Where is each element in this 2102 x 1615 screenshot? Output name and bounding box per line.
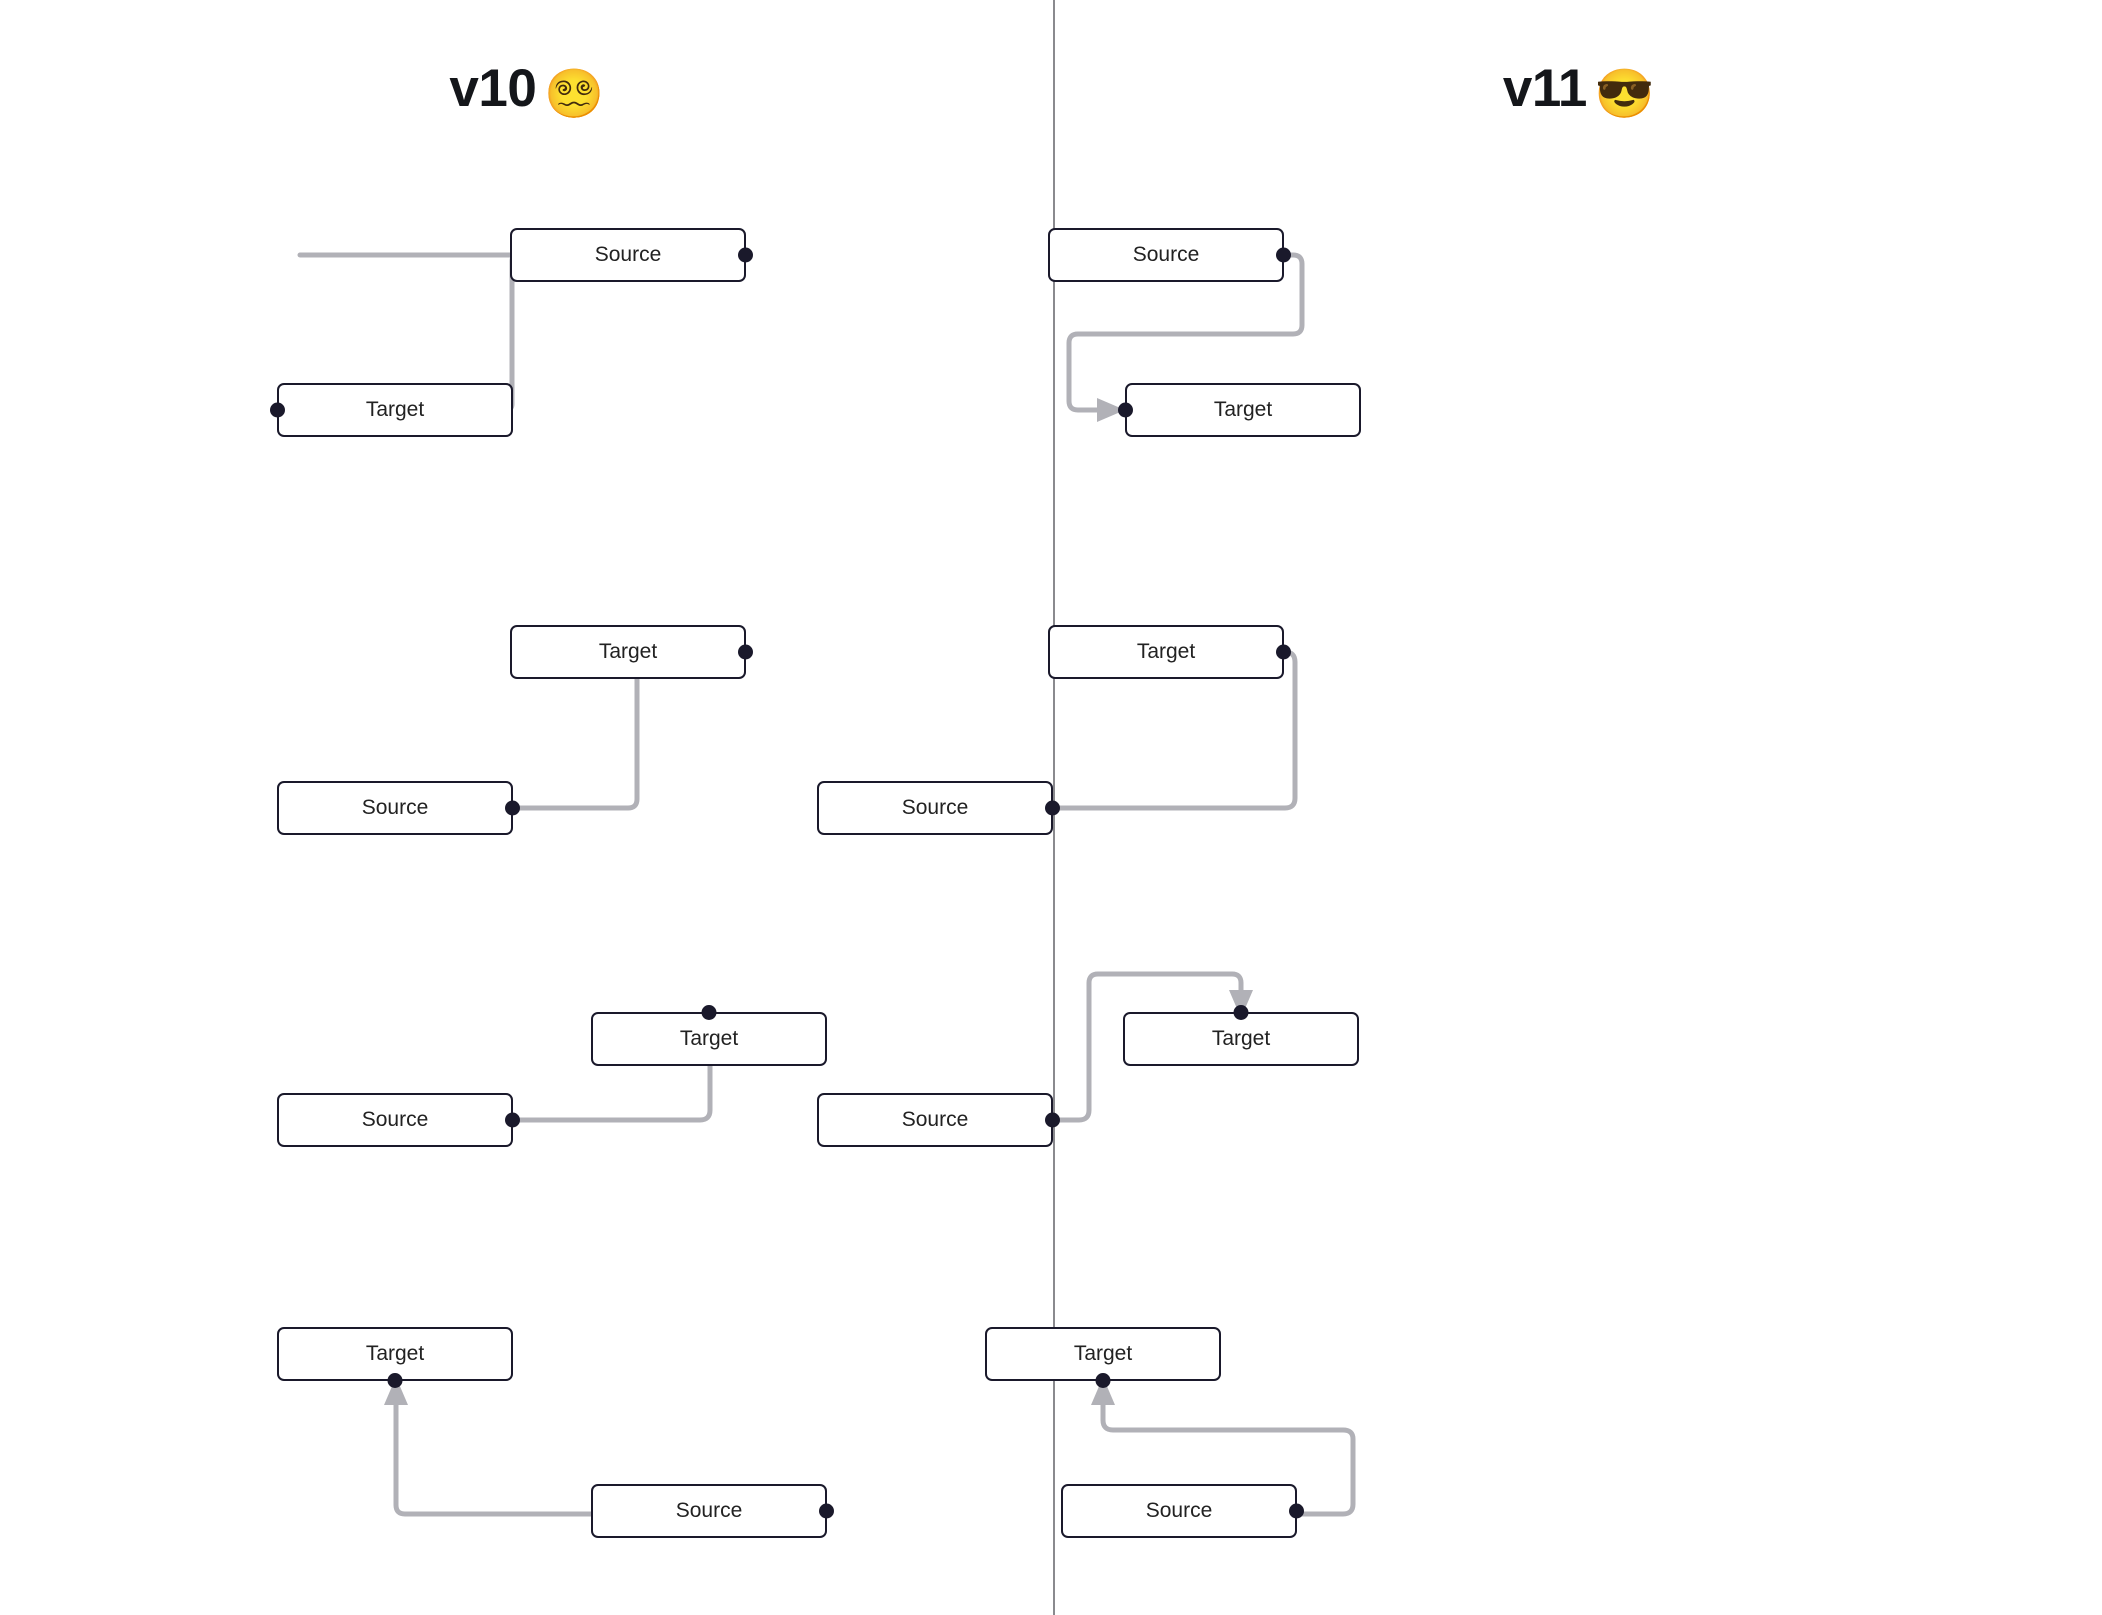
node-target-v10-3[interactable]: Target xyxy=(591,1005,827,1066)
node-target-v11-4[interactable]: Target xyxy=(985,1327,1221,1388)
node-label: Source xyxy=(675,1499,743,1522)
node-label: Target xyxy=(1073,1342,1133,1365)
handle-target-top[interactable] xyxy=(1233,1005,1249,1020)
column-title-text: v11 xyxy=(1502,59,1588,118)
column-title-v11: v11😎 xyxy=(1055,58,2102,122)
column-title-text: v10 xyxy=(449,59,537,118)
node-target-v11-3[interactable]: Target xyxy=(1123,1005,1359,1066)
handle-source-right[interactable] xyxy=(738,247,753,263)
node-target-v10-1[interactable]: Target xyxy=(270,383,513,437)
handle-source-right[interactable] xyxy=(505,1112,520,1128)
node-label: Source xyxy=(901,1108,969,1131)
handle-target-bottom[interactable] xyxy=(1095,1373,1111,1388)
node-label: Source xyxy=(901,796,969,819)
node-label: Source xyxy=(361,1108,429,1131)
handle-source-right[interactable] xyxy=(1276,247,1291,263)
node-source-v11-1[interactable]: Source xyxy=(1048,228,1291,282)
handle-source-right[interactable] xyxy=(505,800,520,816)
column-v11: v11😎 xyxy=(817,0,2102,1615)
column-title-v10: v10😵‍💫 xyxy=(0,58,1053,122)
node-source-v11-4[interactable]: Source xyxy=(1061,1484,1304,1538)
node-source-v11-3[interactable]: Source xyxy=(817,1093,1060,1147)
handle-target-left[interactable] xyxy=(1118,402,1133,418)
node-target-v11-2[interactable]: Target xyxy=(1048,625,1291,679)
handle-target-top[interactable] xyxy=(701,1005,717,1020)
node-source-v10-1[interactable]: Source xyxy=(510,228,753,282)
handle-source-right[interactable] xyxy=(1045,800,1060,816)
node-label: Source xyxy=(361,796,429,819)
flow-canvas-v11[interactable]: Source Target Target Source Target xyxy=(817,0,2102,1615)
node-target-v10-2[interactable]: Target xyxy=(510,625,753,679)
node-target-v11-1[interactable]: Target xyxy=(1118,383,1361,437)
node-label: Target xyxy=(598,640,658,663)
handle-target-bottom[interactable] xyxy=(387,1373,403,1388)
node-source-v10-3[interactable]: Source xyxy=(277,1093,520,1147)
face-with-spiral-eyes-icon: 😵‍💫 xyxy=(544,68,604,121)
handle-source-right[interactable] xyxy=(1045,1112,1060,1128)
node-label: Source xyxy=(594,243,662,266)
handle-target-right[interactable] xyxy=(738,644,753,660)
node-label: Target xyxy=(1136,640,1196,663)
smiling-face-with-sunglasses-icon: 😎 xyxy=(1594,68,1655,121)
handle-source-right[interactable] xyxy=(1289,1503,1304,1519)
node-source-v10-4[interactable]: Source xyxy=(591,1484,834,1538)
node-label: Target xyxy=(365,398,425,421)
handle-target-right[interactable] xyxy=(1276,644,1291,660)
node-target-v10-4[interactable]: Target xyxy=(277,1327,513,1388)
node-label: Target xyxy=(679,1027,739,1050)
node-source-v10-2[interactable]: Source xyxy=(277,781,520,835)
handle-source-right[interactable] xyxy=(819,1503,834,1519)
handle-target-left[interactable] xyxy=(270,402,285,418)
node-label: Target xyxy=(1213,398,1273,421)
node-label: Source xyxy=(1132,243,1200,266)
node-label: Target xyxy=(1211,1027,1271,1050)
node-label: Target xyxy=(365,1342,425,1365)
node-source-v11-2[interactable]: Source xyxy=(817,781,1060,835)
node-label: Source xyxy=(1145,1499,1213,1522)
